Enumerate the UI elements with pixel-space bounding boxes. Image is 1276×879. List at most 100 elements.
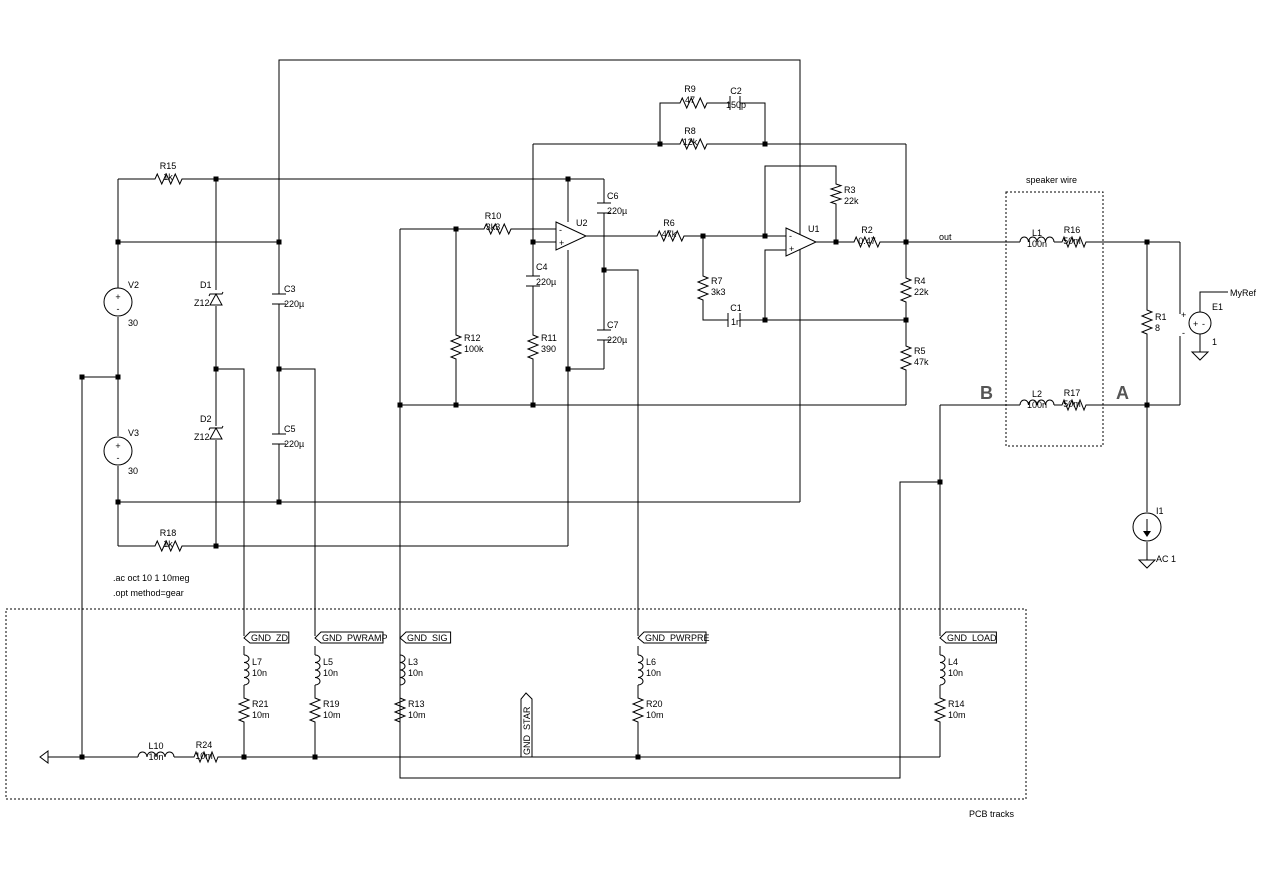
svg-text:+: + (115, 441, 120, 451)
r8-name: R8 (684, 126, 696, 136)
l7-name: L7 (252, 657, 262, 667)
u1-opamp: -+ (785, 227, 818, 257)
gnd-sig-flag-text: GND_SIG (407, 633, 448, 643)
r6-value: 47k (662, 229, 677, 239)
r17-resistor (1058, 398, 1090, 412)
r7-name: R7 (711, 276, 723, 286)
l2-value: 100n (1027, 400, 1047, 410)
r14-resistor (933, 694, 947, 726)
gnd-load-flag-text: GND_LOAD (947, 633, 997, 643)
c5-name: C5 (284, 424, 296, 434)
l5-inductor (314, 654, 321, 686)
net-myref-label: MyRef (1230, 288, 1257, 298)
node-b-label: B (980, 383, 993, 403)
r1-resistor (1140, 306, 1154, 338)
svg-text:-: - (1182, 328, 1185, 338)
i1-value: AC 1 (1156, 554, 1176, 564)
svg-text:+: + (789, 244, 794, 254)
r9-name: R9 (684, 84, 696, 94)
gnd-pwramp-flag-text: GND_PWRAMP (322, 633, 388, 643)
c1-capacitor (727, 313, 741, 327)
v2-name: V2 (128, 280, 139, 290)
l4-name: L4 (948, 657, 958, 667)
spice-directive-ac: .ac oct 10 1 10meg (113, 573, 190, 583)
r4-name: R4 (914, 276, 926, 286)
gnd-sig-flag (399, 631, 452, 644)
r5-resistor (899, 342, 913, 374)
e1-controlled-source: +-+- (1181, 310, 1212, 361)
d2-value: Z12 (194, 432, 210, 442)
r11-value: 390 (541, 344, 556, 354)
l4-value: 10n (948, 668, 963, 678)
l7-inductor (243, 654, 250, 686)
l10-inductor (137, 751, 175, 758)
r5-name: R5 (914, 346, 926, 356)
r14-value: 10m (948, 710, 966, 720)
l10-value: 10n (148, 752, 163, 762)
d1-zener-diode (208, 291, 224, 306)
r18-name: R18 (160, 528, 177, 538)
c5-value: 220µ (284, 439, 304, 449)
d1-value: Z12 (194, 298, 210, 308)
c4-value: 220µ (536, 277, 556, 287)
l5-name: L5 (323, 657, 333, 667)
r6-resistor (653, 229, 688, 243)
r21-name: R21 (252, 699, 269, 709)
u1-name: U1 (808, 224, 820, 234)
v2-value: 30 (128, 318, 138, 328)
speaker-wire-label: speaker wire (1026, 175, 1077, 185)
l6-value: 10n (646, 668, 661, 678)
l1-name: L1 (1032, 228, 1042, 238)
r16-name: R16 (1064, 225, 1081, 235)
r13-name: R13 (408, 699, 425, 709)
svg-text:-: - (559, 225, 562, 235)
r18-value: 1k (163, 539, 173, 549)
u2-name: U2 (576, 218, 588, 228)
speaker-wire-box (1005, 191, 1104, 447)
svg-text:-: - (117, 304, 120, 314)
r8-resistor (676, 137, 711, 151)
r12-value: 100k (464, 344, 484, 354)
l5-value: 10n (323, 668, 338, 678)
r20-name: R20 (646, 699, 663, 709)
node-a-label: A (1116, 383, 1129, 403)
svg-text:-: - (1202, 319, 1205, 329)
r12-name: R12 (464, 333, 481, 343)
l10-name: L10 (148, 741, 163, 751)
r16-resistor (1058, 235, 1090, 249)
r9-resistor (676, 96, 711, 110)
r3-value: 22k (844, 196, 859, 206)
junction-dots (79, 141, 1150, 760)
r11-resistor (526, 331, 540, 363)
r9-value: 47 (685, 95, 695, 105)
c4-name: C4 (536, 262, 548, 272)
r3-resistor (829, 180, 843, 208)
c3-value: 220µ (284, 299, 304, 309)
r11-name: R11 (541, 333, 557, 343)
i1-name: I1 (1156, 506, 1164, 516)
r18-resistor (151, 539, 186, 553)
r6-name: R6 (663, 218, 675, 228)
pcb-tracks-box (5, 608, 1027, 800)
r13-value: 10m (408, 710, 426, 720)
pcb-tracks-label: PCB tracks (969, 809, 1015, 819)
gnd-pwrpre-flag-text: GND_PWRPRE (645, 633, 710, 643)
c2-value: 150p (726, 100, 746, 110)
gnd-zd-flag (243, 631, 290, 644)
gnd-star-flag (520, 692, 533, 758)
i1-current-source (1132, 512, 1162, 569)
svg-text:-: - (789, 231, 792, 241)
c1-value: 1n (731, 317, 741, 327)
l1-inductor (1019, 236, 1055, 243)
r4-resistor (899, 274, 913, 306)
r1-name: R1 (1155, 312, 1167, 322)
r8-value: 12k (683, 137, 698, 147)
r21-value: 10m (252, 710, 270, 720)
spice-directive-opt: .opt method=gear (113, 588, 184, 598)
r10-value: 3k3 (486, 222, 501, 232)
c6-capacitor (597, 202, 611, 214)
l2-inductor (1019, 399, 1055, 406)
r2-value: 0.47 (858, 236, 876, 246)
r15-resistor (151, 172, 186, 186)
v2-voltage-source: +- (103, 287, 133, 317)
